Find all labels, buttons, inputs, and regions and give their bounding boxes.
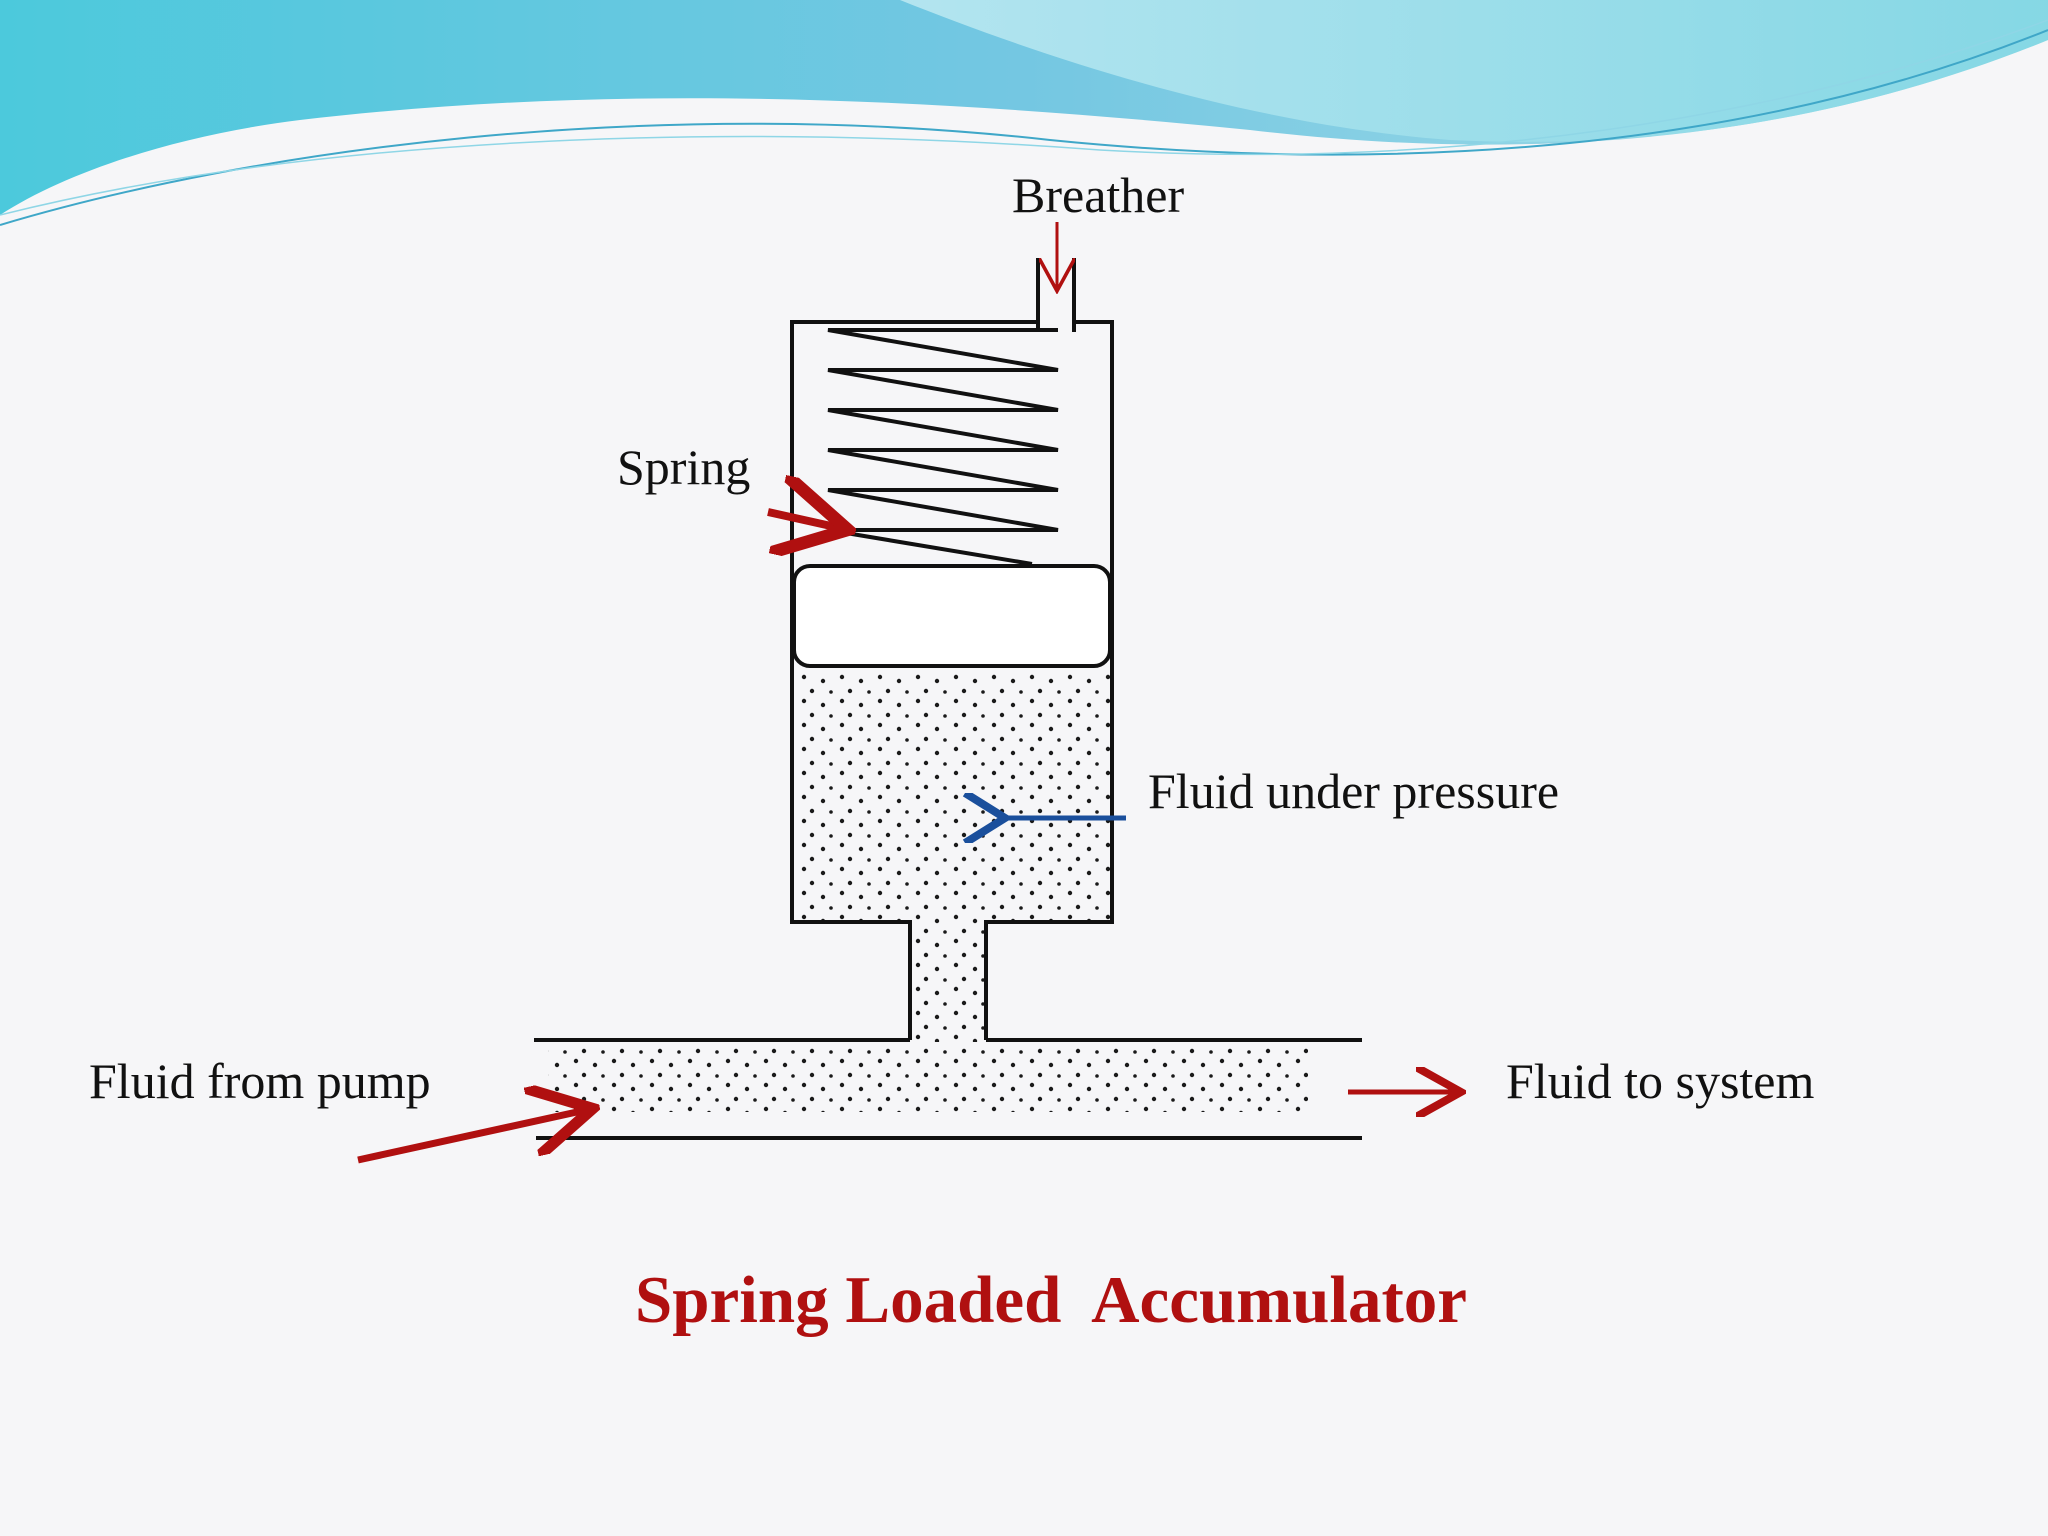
label-fluid-under-pressure: Fluid under pressure (1148, 763, 1559, 819)
cylinder-fluid (798, 670, 1110, 922)
label-breather: Breather (1012, 167, 1184, 223)
fluid-regions (548, 670, 1308, 1112)
cylinder-outline (790, 320, 1114, 1040)
label-spring: Spring (617, 439, 750, 495)
pipe (534, 1038, 1362, 1140)
pipe-fluid (548, 1046, 1308, 1112)
label-fluid-from-pump: Fluid from pump (89, 1053, 431, 1109)
cylinder (790, 320, 1114, 1040)
fluid-from-pump-arrow (357, 1110, 586, 1164)
diagram-caption: Spring Loaded Accumulator (635, 1263, 1467, 1337)
spring (827, 328, 1059, 566)
header-wave (0, 0, 2048, 226)
connector-fluid (914, 922, 984, 1042)
label-fluid-to-system: Fluid to system (1506, 1053, 1814, 1109)
piston (792, 564, 1112, 668)
spring-arrow (767, 512, 840, 528)
